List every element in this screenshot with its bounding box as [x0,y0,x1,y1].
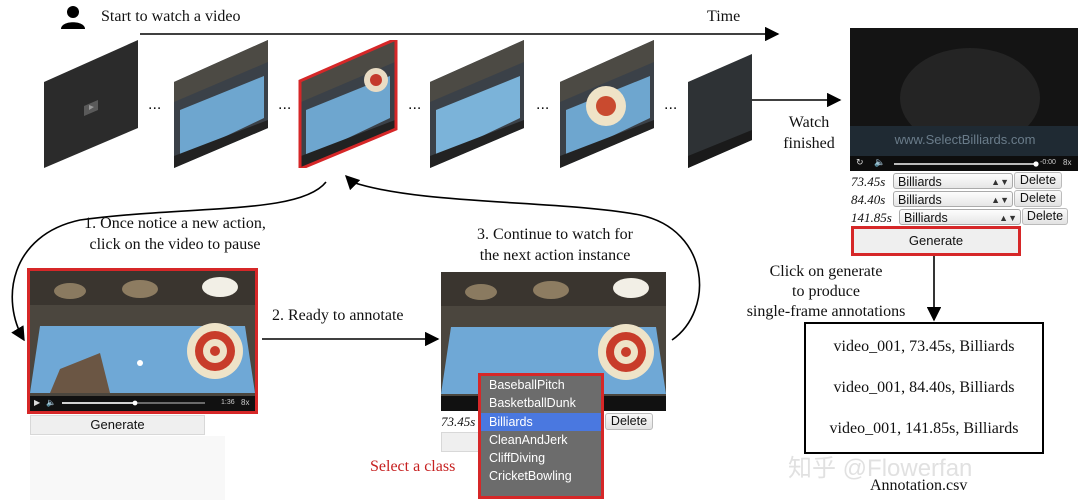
play-icon[interactable]: ▶ [34,398,41,407]
generate-button-middle[interactable] [441,432,481,452]
ellipsis-3: ... [408,96,422,113]
class-option[interactable]: BaseballPitch [489,378,565,392]
class-option[interactable]: CleanAndJerk [489,432,568,447]
ellipsis-2: ... [278,96,292,113]
replay-icon[interactable]: ↻ [856,157,864,167]
row-time: 73.45s [851,174,886,189]
ellipsis-4: ... [536,96,550,113]
step1-curve-arrow [11,181,327,342]
speed-label[interactable]: 8x [241,398,250,407]
delete-button[interactable]: Delete [1014,172,1062,189]
class-select[interactable]: Billiards▲▼ [899,209,1021,225]
speed-label[interactable]: 8x [1063,158,1072,167]
class-dropdown[interactable]: BaseballPitch BasketballDunk Billiards C… [478,373,604,499]
step2-label: 2. Ready to annotate [272,307,404,324]
select-arrow-icon: ▲▼ [991,177,1009,187]
current-time: 1:36 [221,399,235,406]
row-time: 84.40s [851,192,886,207]
select-arrow-icon: ▲▼ [999,213,1017,223]
ellipsis-1: ... [148,96,162,113]
left-panel-background [30,436,225,500]
paused-video-player[interactable]: ▶ 🔈 1:36 8x [27,268,258,414]
watermark: 知乎 @Flowerfan [788,455,973,482]
click-generate-label: Click on generate to produce single-fram… [746,263,906,320]
delete-button[interactable]: Delete [1014,190,1062,207]
row-time: 73.45s [441,414,476,429]
csv-line: video_001, 141.85s, Billiards [829,420,1019,437]
thumbnail-5[interactable] [560,40,658,168]
end-time: -0:00 [1040,159,1056,166]
time-label: Time [707,8,741,25]
csv-line: video_001, 84.40s, Billiards [833,379,1015,396]
volume-icon[interactable]: 🔈 [46,398,56,407]
class-select[interactable]: Billiards▲▼ [893,191,1013,207]
class-option[interactable]: CricketBowling [489,469,572,484]
generate-button-final[interactable]: Generate [851,226,1021,256]
row-time: 141.85s [851,210,892,225]
step3-label: 3. Continue to watch for the next action… [477,226,633,264]
select-class-label: Select a class [370,458,456,475]
thumbnail-4[interactable] [430,40,528,168]
volume-icon[interactable]: 🔈 [874,157,886,167]
final-video-player[interactable]: www.SelectBilliards.com ↻ 🔈 -0:00 8x [850,28,1078,171]
delete-button[interactable]: Delete [1022,208,1068,225]
step1-label: 1. Once notice a new action, click on th… [84,215,266,253]
video-watermark: www.SelectBilliards.com [894,132,1036,147]
ellipsis-5: ... [664,96,678,113]
step3-curve-arrow [344,174,701,341]
thumbnail-paused-highlighted[interactable] [298,40,398,168]
class-option[interactable]: BasketballDunk [489,396,576,411]
class-option-selected[interactable]: Billiards [481,412,601,431]
csv-line: video_001, 73.45s, Billiards [833,338,1015,355]
watch-finished-label: Watch finished [783,114,835,152]
thumbnail-1[interactable] [44,40,142,168]
class-select[interactable]: Billiards▲▼ [893,173,1013,189]
class-option[interactable]: CliffDiving [489,451,546,466]
generate-button-left[interactable]: Generate [30,415,205,435]
delete-button[interactable]: Delete [605,413,653,430]
thumbnail-2[interactable] [174,40,272,168]
title-label: Start to watch a video [101,8,241,25]
annotation-csv-box: video_001, 73.45s, Billiards video_001, … [804,322,1044,454]
user-icon [61,6,85,29]
select-arrow-icon: ▲▼ [991,195,1009,205]
csv-filename: Annotation.csv [870,477,968,494]
thumbnail-6[interactable] [688,40,752,168]
